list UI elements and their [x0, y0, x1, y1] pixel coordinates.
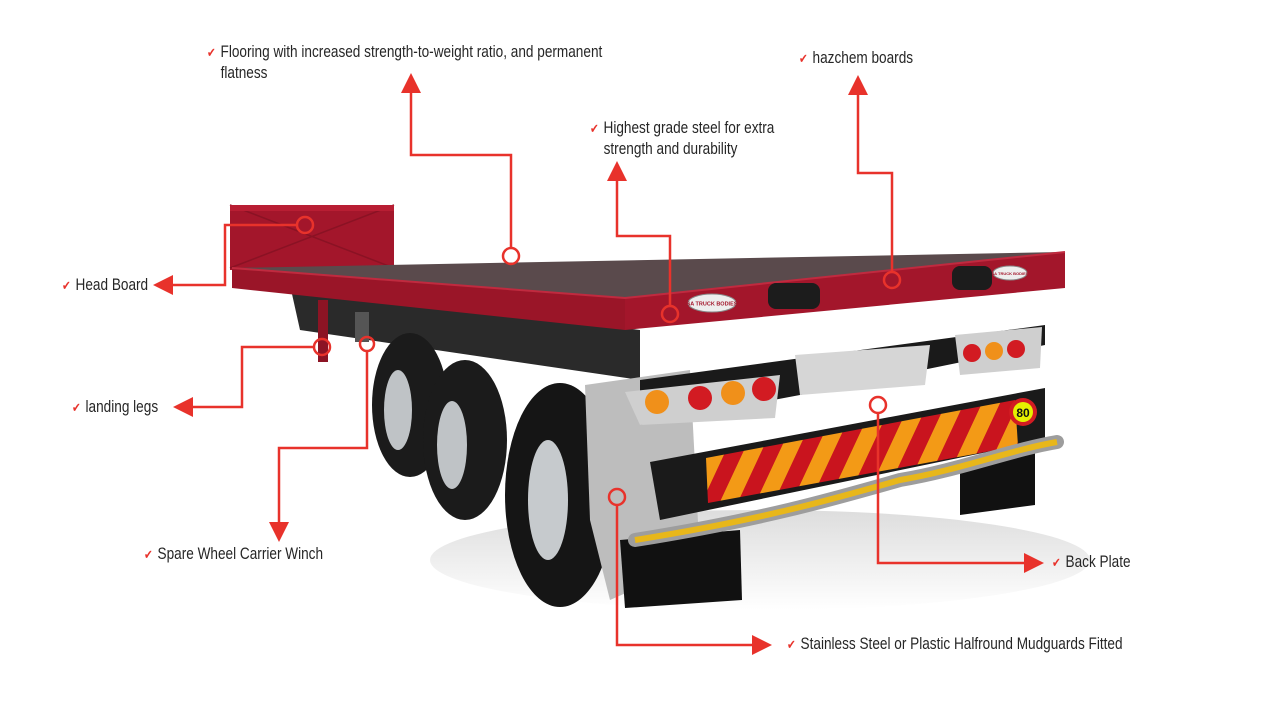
callout-text: Back Plate [1065, 552, 1131, 571]
check-icon: ✔ [787, 637, 796, 652]
callout-hazchem: ✔ hazchem boards [799, 48, 913, 69]
callout-text: flatness [220, 63, 268, 82]
spare-wheel-winch [355, 312, 369, 342]
callout-steel: ✔ Highest grade steel for extra strength a… [590, 118, 774, 159]
callout-text: Highest grade steel for extra [603, 118, 775, 137]
brand-logo-text: SA TRUCK BODIES [687, 302, 738, 308]
callout-text: Head Board [75, 275, 149, 294]
check-icon: ✔ [1052, 555, 1061, 570]
callout-back-plate: ✔ Back Plate [1052, 552, 1131, 573]
callout-text: hazchem boards [812, 48, 914, 67]
callout-lines [153, 73, 1044, 655]
check-icon: ✔ [799, 51, 808, 66]
chassis [290, 285, 640, 380]
check-icon: ✔ [72, 400, 81, 415]
callout-text: Flooring with increased strength-to-weig… [220, 42, 603, 61]
rubber-buffer [952, 266, 992, 290]
head-board [229, 204, 395, 270]
callout-headboard: ✔ Head Board [62, 275, 148, 296]
callout-text: strength and durability [603, 139, 738, 158]
check-icon: ✔ [207, 45, 216, 60]
check-icon: ✔ [144, 547, 153, 562]
callout-text: Spare Wheel Carrier Winch [157, 544, 324, 563]
callout-text: Stainless Steel or Plastic Halfround Mud… [800, 634, 1123, 653]
brand-logo-text: SA TRUCK BODIES [992, 271, 1029, 276]
check-icon: ✔ [62, 278, 71, 293]
check-icon: ✔ [590, 121, 599, 136]
callout-spare-wheel: ✔ Spare Wheel Carrier Winch [144, 544, 323, 565]
callout-flooring: ✔ Flooring with increased strength-to-wei… [207, 42, 602, 83]
speed-sign: 80 [1016, 406, 1030, 420]
landing-leg [318, 300, 328, 362]
rear-assembly: 80 [585, 325, 1064, 608]
callout-landing-legs: ✔ landing legs [72, 397, 158, 418]
brand-logo: SA TRUCK BODIES [992, 265, 1029, 281]
brand-logo: SA TRUCK BODIES [687, 293, 738, 313]
callout-mudguards: ✔ Stainless Steel or Plastic Halfround Mu… [787, 634, 1123, 655]
rubber-buffer [768, 283, 820, 309]
callout-text: landing legs [85, 397, 159, 416]
